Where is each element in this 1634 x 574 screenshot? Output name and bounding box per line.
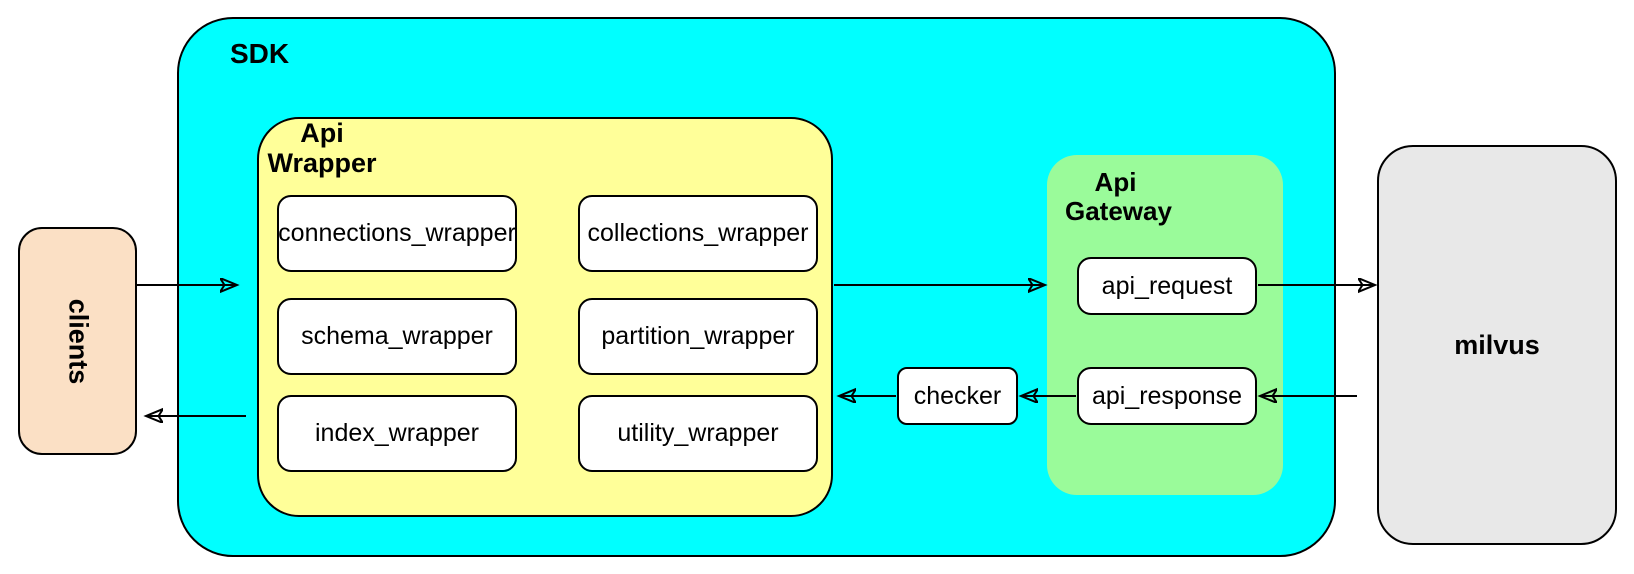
schema-wrapper-label: schema_wrapper	[301, 322, 493, 350]
utility-wrapper-node: utility_wrapper	[578, 395, 818, 472]
milvus-node: milvus	[1377, 145, 1617, 545]
milvus-label: milvus	[1454, 329, 1540, 360]
clients-node: clients	[18, 227, 137, 455]
schema-wrapper-node: schema_wrapper	[277, 298, 517, 375]
connections-wrapper-label: connections_wrapper	[278, 219, 516, 247]
index-wrapper-node: index_wrapper	[277, 395, 517, 472]
api-gateway-label: Api Gateway	[1065, 167, 1172, 227]
api-response-node: api_response	[1077, 367, 1257, 425]
collections-wrapper-label: collections_wrapper	[587, 219, 809, 247]
api-request-label: api_request	[1101, 271, 1233, 300]
sdk-label: SDK	[230, 38, 290, 69]
api-gateway-container	[1047, 155, 1283, 495]
api-request-node: api_request	[1077, 257, 1257, 315]
clients-label: clients	[62, 298, 93, 384]
partition-wrapper-node: partition_wrapper	[578, 298, 818, 375]
collections-wrapper-node: collections_wrapper	[578, 195, 818, 272]
partition-wrapper-label: partition_wrapper	[601, 322, 795, 350]
checker-node: checker	[897, 367, 1018, 425]
api-wrapper-label: Api Wrapper	[267, 118, 377, 179]
connections-wrapper-node: connections_wrapper	[277, 195, 517, 272]
utility-wrapper-label: utility_wrapper	[617, 419, 779, 447]
checker-label: checker	[913, 381, 1002, 410]
api-response-label: api_response	[1091, 381, 1243, 410]
index-wrapper-label: index_wrapper	[315, 419, 479, 447]
